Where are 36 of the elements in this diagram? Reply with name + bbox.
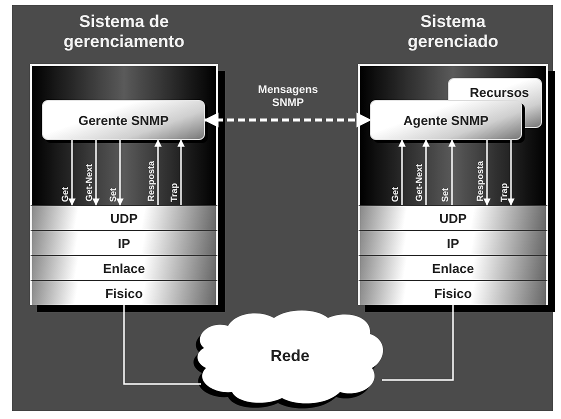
process-box: Gerente SNMP (42, 100, 205, 140)
edge-label: Get-Next (84, 164, 94, 202)
system-title: Sistema gerenciado (406, 12, 500, 52)
edge-label: Trap (499, 182, 509, 202)
arrow (398, 139, 406, 205)
protocol-layer: Enlace (358, 255, 548, 280)
protocol-layer: UDP (358, 205, 548, 230)
arrow (92, 140, 100, 206)
edge-label: Resposta (475, 161, 485, 202)
protocol-layer: Fisico (358, 280, 548, 305)
edge-label: Get (60, 186, 70, 202)
protocol-layer: UDP (30, 205, 218, 230)
edge-label: Trap (169, 182, 179, 202)
protocol-layer: IP (358, 230, 548, 255)
arrow (483, 140, 491, 206)
arrow (204, 112, 372, 128)
arrow (68, 140, 76, 206)
process-box: Agente SNMP (370, 100, 522, 140)
protocol-layer: IP (30, 230, 218, 255)
edge-label: Resposta (146, 161, 156, 202)
system-title: Sistema de gerenciamento (62, 12, 186, 52)
arrow (154, 139, 162, 205)
arrow (422, 139, 430, 205)
protocol-layer: Fisico (30, 280, 218, 305)
arrow (448, 139, 456, 205)
arrow (507, 140, 515, 206)
edge-label: Set (440, 188, 450, 202)
cloud-label: Rede (270, 348, 310, 366)
edge-label: Get-Next (414, 164, 424, 202)
connector-line (382, 305, 454, 381)
edge-label: Set (108, 188, 118, 202)
arrow (116, 140, 124, 206)
connector-line (123, 305, 201, 385)
arrow (177, 139, 185, 205)
protocol-layer: Enlace (30, 255, 218, 280)
edge-label: Get (390, 186, 400, 202)
